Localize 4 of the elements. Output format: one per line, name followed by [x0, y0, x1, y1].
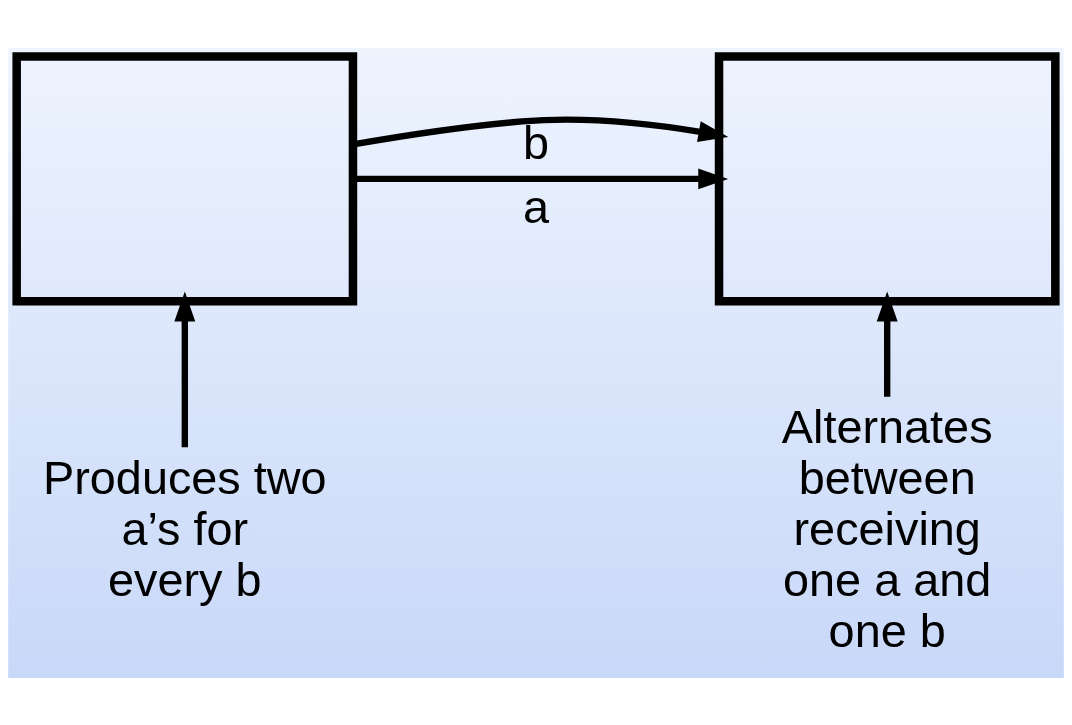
node-text: Produces two a’s for every b [43, 451, 327, 606]
edge-label: b [522, 116, 550, 169]
edge-label: a [522, 180, 550, 233]
node-text: Alternates between receiving one a and one b [781, 400, 993, 657]
